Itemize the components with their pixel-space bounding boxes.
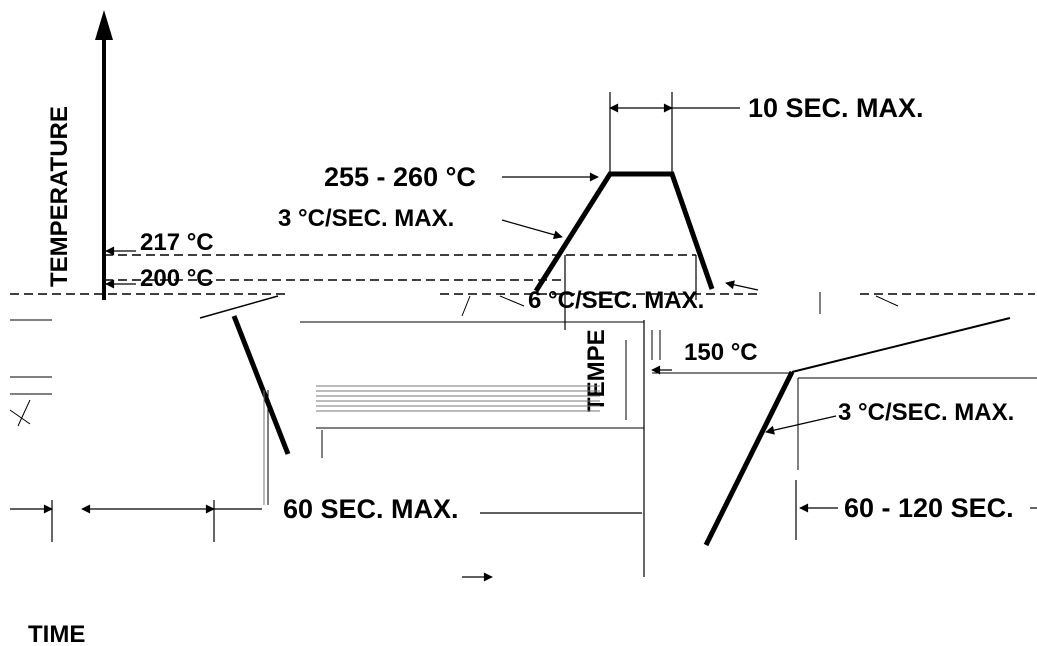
y-axis-label: TEMPERATURE [46,106,73,287]
ramp-up-leader [501,219,563,240]
ramp-down-rate-label: 6 °C/SEC. MAX. [528,287,704,314]
x-axis-label: TIME [28,621,85,646]
liquidus-duration-dimension [10,500,642,542]
profile-curve [199,171,1011,547]
ramp-up-rate-label: 3 °C/SEC. MAX. [278,205,454,232]
preheat-duration-label: 60 - 120 SEC. [844,493,1014,523]
reference-lines [10,254,1035,295]
initial-ramp-rate-label: 3 °C/SEC. MAX. [838,399,1014,426]
peak-temp-label: 255 - 260 °C [324,162,476,192]
peak-duration-dimension [609,92,740,174]
render-artifacts [9,292,1037,505]
ramp-down-leader [725,280,759,291]
initial-ramp-leader [765,415,837,435]
liquidus-temp-label: 217 °C [140,229,214,256]
peak-duration-label: 10 SEC. MAX. [748,93,924,123]
preheat-duration-dimension [795,480,1037,540]
y-axis-fragment: TEMPE [583,329,610,412]
preheat-min-label: 150 °C [684,339,758,366]
preheat-max-label: 200 °C [140,265,214,292]
liquidus-duration-label: 60 SEC. MAX. [283,494,459,524]
temperature-axis [95,10,113,300]
